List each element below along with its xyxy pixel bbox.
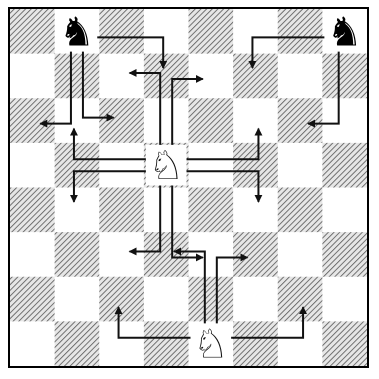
square-c1 <box>99 321 144 366</box>
square-a6 <box>10 98 55 143</box>
square-b5 <box>55 143 100 188</box>
square-g5 <box>278 143 323 188</box>
square-g7 <box>278 54 323 99</box>
square-c7 <box>99 54 144 99</box>
black-knight-right-icon: ♞ <box>327 9 363 55</box>
square-f1 <box>233 321 278 366</box>
square-d4 <box>144 188 189 233</box>
square-f8 <box>233 9 278 54</box>
square-h1 <box>322 321 367 366</box>
square-f5 <box>233 143 278 188</box>
square-c6 <box>99 98 144 143</box>
square-b7 <box>55 54 100 99</box>
square-g2 <box>278 277 323 322</box>
square-b6 <box>55 98 100 143</box>
square-d7 <box>144 54 189 99</box>
white-knight-center-icon: ♘ <box>148 143 184 189</box>
square-g8 <box>278 9 323 54</box>
square-b3 <box>55 232 100 277</box>
white-knight-bottom-icon: ♘ <box>193 322 229 368</box>
square-f7 <box>233 54 278 99</box>
square-b4 <box>55 188 100 233</box>
square-h5 <box>322 143 367 188</box>
square-h7 <box>322 54 367 99</box>
square-a3 <box>10 232 55 277</box>
square-e7 <box>189 54 234 99</box>
board-squares <box>10 9 368 367</box>
square-h2 <box>322 277 367 322</box>
square-a1 <box>10 321 55 366</box>
square-c2 <box>99 277 144 322</box>
square-c5 <box>99 143 144 188</box>
square-d6 <box>144 98 189 143</box>
square-f4 <box>233 188 278 233</box>
square-a2 <box>10 277 55 322</box>
square-c8 <box>99 9 144 54</box>
square-h3 <box>322 232 367 277</box>
black-knight-left-icon: ♞ <box>59 9 95 55</box>
square-f2 <box>233 277 278 322</box>
square-f6 <box>233 98 278 143</box>
square-d1 <box>144 321 189 366</box>
square-f3 <box>233 232 278 277</box>
square-g3 <box>278 232 323 277</box>
square-d8 <box>144 9 189 54</box>
square-h6 <box>322 98 367 143</box>
square-b2 <box>55 277 100 322</box>
square-e2 <box>189 277 234 322</box>
square-d2 <box>144 277 189 322</box>
square-e6 <box>189 98 234 143</box>
square-d3 <box>144 232 189 277</box>
square-e3 <box>189 232 234 277</box>
square-a5 <box>10 143 55 188</box>
square-c4 <box>99 188 144 233</box>
square-g6 <box>278 98 323 143</box>
square-a7 <box>10 54 55 99</box>
square-e8 <box>189 9 234 54</box>
square-e5 <box>189 143 234 188</box>
square-a8 <box>10 9 55 54</box>
square-b1 <box>55 321 100 366</box>
square-e4 <box>189 188 234 233</box>
square-a4 <box>10 188 55 233</box>
square-g4 <box>278 188 323 233</box>
square-g1 <box>278 321 323 366</box>
square-c3 <box>99 232 144 277</box>
square-h4 <box>322 188 367 233</box>
